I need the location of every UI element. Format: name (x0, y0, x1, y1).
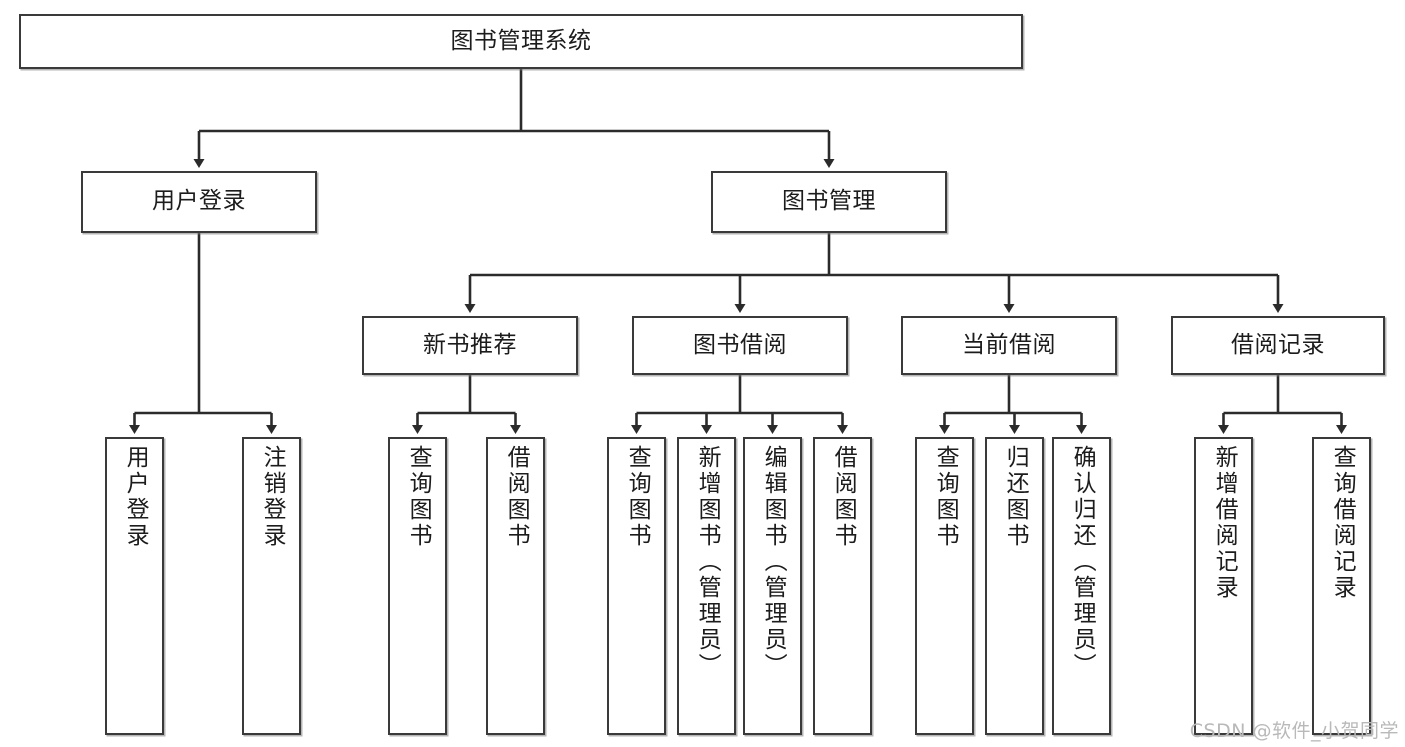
node-label: 当前借阅 (962, 331, 1056, 358)
node-label: 归还图书 (1002, 445, 1029, 549)
node-leaf-user-login[interactable]: 用户登录 (105, 437, 164, 735)
node-label: 用户登录 (152, 188, 246, 215)
node-leaf-add-book[interactable]: 新增图书（管理员） (677, 437, 736, 735)
node-label: 用户登录 (122, 445, 149, 549)
node-label: 确认归还（管理员） (1069, 445, 1096, 679)
node-label: 图书借阅 (693, 331, 787, 358)
node-leaf-return-book[interactable]: 归还图书 (985, 437, 1044, 735)
node-label: 编辑图书（管理员） (760, 445, 787, 679)
node-book-manage[interactable]: 图书管理 (711, 171, 947, 233)
node-label: 新书推荐 (423, 331, 517, 358)
node-label: 借阅图书 (830, 445, 857, 549)
node-current-borrow[interactable]: 当前借阅 (901, 316, 1117, 375)
node-leaf-query-record[interactable]: 查询借阅记录 (1312, 437, 1371, 735)
watermark-text: CSDN @软件_小贺同学 (1189, 720, 1399, 742)
node-label: 注销登录 (259, 445, 286, 549)
node-leaf-confirm-return[interactable]: 确认归还（管理员） (1052, 437, 1111, 735)
node-label: 查询借阅记录 (1329, 445, 1356, 601)
node-root[interactable]: 图书管理系统 (19, 14, 1023, 69)
node-leaf-user-logout[interactable]: 注销登录 (242, 437, 301, 735)
node-label: 图书管理系统 (450, 27, 592, 54)
node-label: 新增图书（管理员） (694, 445, 721, 679)
node-leaf-query-book-2[interactable]: 查询图书 (607, 437, 666, 735)
node-label: 图书管理 (782, 188, 876, 215)
node-label: 借阅记录 (1231, 331, 1325, 358)
node-leaf-borrow-book-1[interactable]: 借阅图书 (486, 437, 545, 735)
node-leaf-query-book-1[interactable]: 查询图书 (388, 437, 447, 735)
node-leaf-edit-book[interactable]: 编辑图书（管理员） (743, 437, 802, 735)
node-new-book-rec[interactable]: 新书推荐 (362, 316, 578, 375)
node-label: 新增借阅记录 (1211, 445, 1238, 601)
node-leaf-borrow-book-2[interactable]: 借阅图书 (813, 437, 872, 735)
node-book-borrow[interactable]: 图书借阅 (632, 316, 848, 375)
node-leaf-add-record[interactable]: 新增借阅记录 (1194, 437, 1253, 735)
node-borrow-record[interactable]: 借阅记录 (1171, 316, 1385, 375)
node-user-login[interactable]: 用户登录 (81, 171, 317, 233)
node-leaf-query-book-3[interactable]: 查询图书 (915, 437, 974, 735)
node-label: 借阅图书 (503, 445, 530, 549)
node-label: 查询图书 (932, 445, 959, 549)
node-label: 查询图书 (624, 445, 651, 549)
node-label: 查询图书 (405, 445, 432, 549)
